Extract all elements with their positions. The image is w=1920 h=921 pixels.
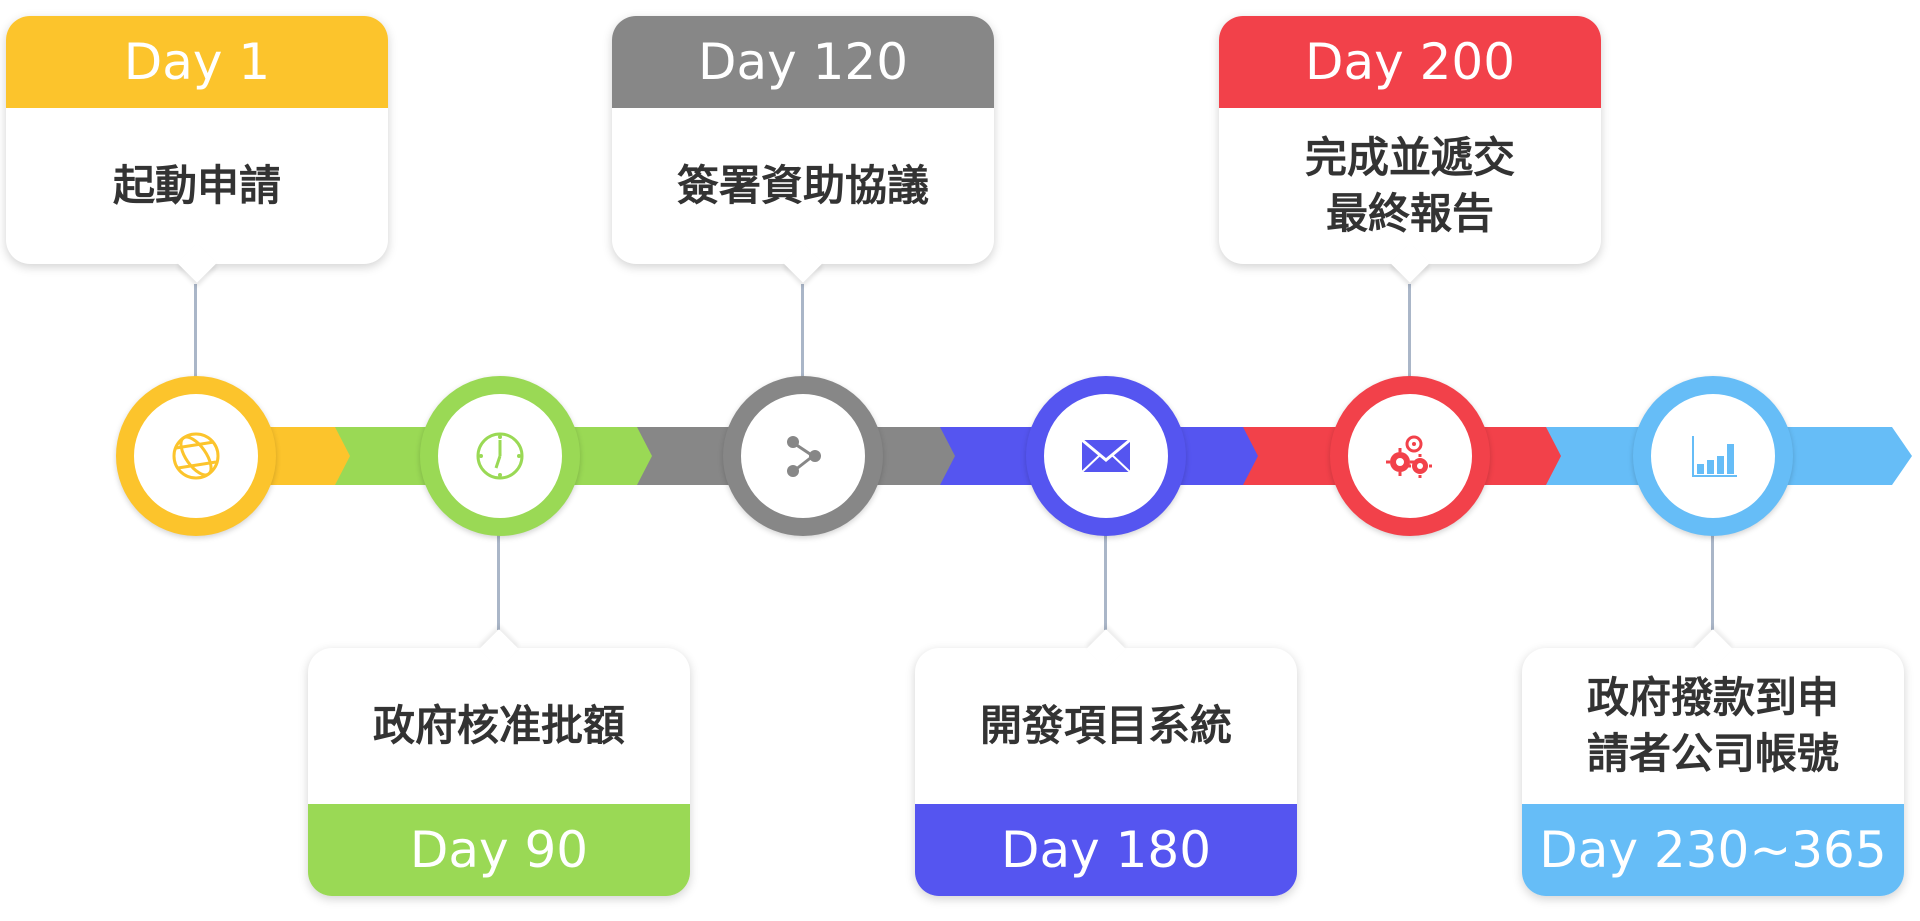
milestone-description: 政府撥款到申 請者公司帳號 — [1586, 673, 1839, 778]
gears-icon — [1386, 435, 1432, 478]
bar-chart-icon — [1692, 436, 1737, 477]
milestone-node-5 — [1330, 376, 1490, 536]
milestone-card-4: 開發項目系統 Day 180 — [915, 629, 1297, 896]
milestone-day-label: Day 200 — [1219, 16, 1601, 108]
clock-icon — [476, 432, 524, 480]
milestone-description: 簽署資助協議 — [676, 161, 929, 210]
globe-icon — [172, 432, 220, 480]
milestone-card-2: 政府核准批額 Day 90 — [308, 629, 690, 896]
milestone-description: 政府核准批額 — [372, 701, 625, 750]
milestone-description: 開發項目系統 — [979, 701, 1232, 750]
share-icon — [787, 436, 821, 477]
milestone-node-4 — [1026, 376, 1186, 536]
milestone-description: 完成並遞交 最終報告 — [1304, 133, 1515, 238]
milestone-node-3 — [723, 376, 883, 536]
connector-5 — [1408, 284, 1411, 380]
milestone-node-1 — [116, 376, 276, 536]
milestone-day-label: Day 120 — [612, 16, 994, 108]
milestone-card-1: Day 1 起動申請 — [6, 16, 388, 283]
milestone-day-label: Day 90 — [308, 804, 690, 896]
connector-2 — [497, 532, 500, 630]
milestone-day-label: Day 230~365 — [1522, 804, 1904, 896]
milestone-description: 起動申請 — [112, 161, 281, 210]
mail-icon — [1081, 438, 1131, 473]
milestone-node-6 — [1633, 376, 1793, 536]
milestone-card-6: 政府撥款到申 請者公司帳號 Day 230~365 — [1522, 629, 1904, 896]
milestone-card-5: Day 200 完成並遞交 最終報告 — [1219, 16, 1601, 283]
milestone-day-label: Day 1 — [6, 16, 388, 108]
milestone-node-2 — [420, 376, 580, 536]
connector-6 — [1711, 532, 1714, 630]
connector-4 — [1104, 532, 1107, 630]
connector-1 — [194, 284, 197, 380]
milestone-day-label: Day 180 — [915, 804, 1297, 896]
milestone-card-3: Day 120 簽署資助協議 — [612, 16, 994, 283]
connector-3 — [801, 284, 804, 380]
